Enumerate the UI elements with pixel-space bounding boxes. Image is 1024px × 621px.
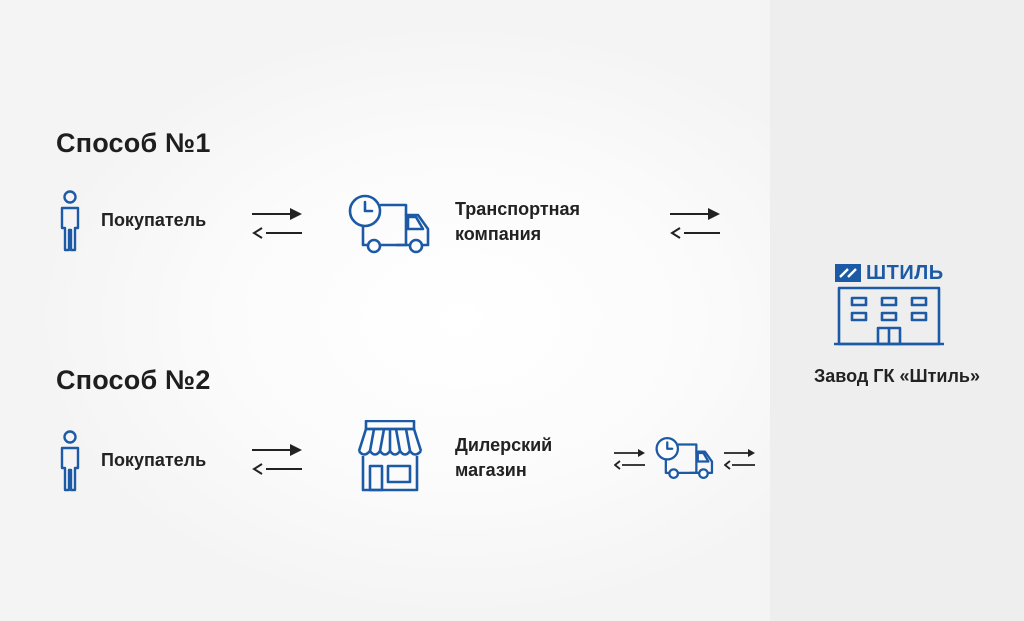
person-icon [58,430,82,492]
storefront-icon [356,420,424,492]
dealer-label-line2: магазин [455,460,527,480]
buyer-label: Покупатель [101,210,207,230]
method2-heading: Способ №2 [56,365,211,395]
exchange-arrows-icon [252,441,304,477]
exchange-arrows-icon [670,205,722,241]
exchange-arrows-icon [724,448,756,470]
dealer-label-line1: Дилерский [455,435,553,455]
buyer-label: Покупатель [101,450,207,470]
diagram-canvas [0,0,770,621]
delivery-truck-icon [655,436,715,480]
factory-panel [770,0,1024,621]
transport-label-line1: Транспортная [455,199,581,219]
logo-text: ШТИЛЬ [866,261,944,284]
delivery-truck-icon [348,193,432,255]
transport-company-label: Транспортная компания [455,197,580,247]
exchange-arrows-icon [252,205,304,241]
factory-building-icon [834,286,944,346]
shtil-logo: ШТИЛЬ [835,262,944,284]
person-icon [58,190,82,252]
dealer-store-label: Дилерский магазин [455,433,552,483]
exchange-arrows-icon [614,448,646,470]
factory-label: Завод ГК «Штиль» [814,366,980,386]
method1-heading: Способ №1 [56,128,211,158]
transport-label-line2: компания [455,224,542,244]
shtil-logo-icon [835,264,861,282]
